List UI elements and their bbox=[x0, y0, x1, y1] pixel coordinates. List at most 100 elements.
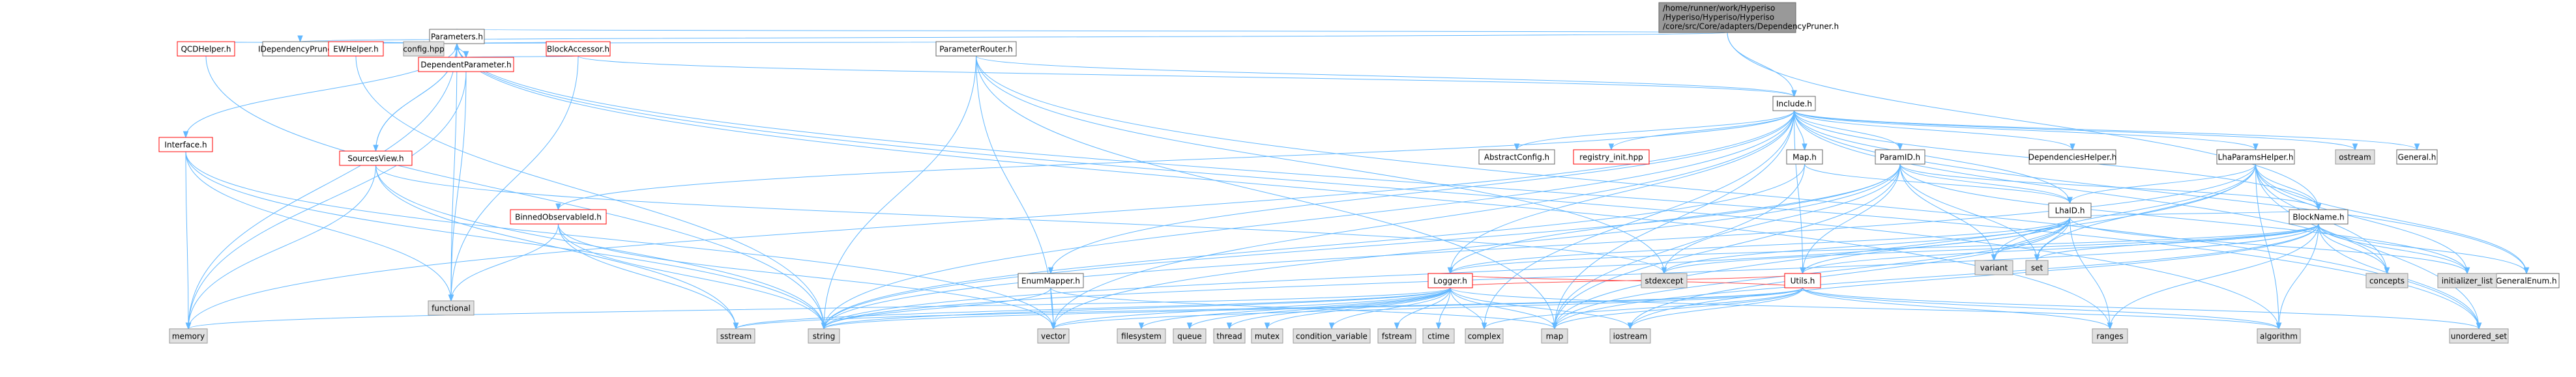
edge-utils-to-string bbox=[821, 287, 1803, 330]
node-label: EWHelper.h bbox=[333, 45, 378, 54]
edge-utils-to-unordered_set bbox=[1802, 287, 2482, 330]
node-interface[interactable]: Interface.h bbox=[158, 137, 213, 152]
node-algorithm: algorithm bbox=[2257, 328, 2301, 344]
edge-lhaparams-to-lhaid bbox=[2067, 163, 2256, 204]
node-binned[interactable]: BinnedObservableId.h bbox=[510, 209, 607, 225]
edge-lhaparams-to-unordered_set bbox=[2255, 163, 2482, 330]
node-ewhelper[interactable]: EWHelper.h bbox=[328, 41, 384, 57]
edge-paramid-to-logger bbox=[1447, 163, 1901, 275]
node-params[interactable]: Parameters.h bbox=[429, 29, 485, 44]
edge-interface-to-vector bbox=[185, 151, 1057, 330]
node-registry[interactable]: registry_init.hpp bbox=[1573, 149, 1650, 165]
edge-lhaid-to-blockname bbox=[2070, 208, 2322, 218]
edge-logger-to-mutex bbox=[1264, 287, 1451, 330]
node-absconfig[interactable]: AbstractConfig.h bbox=[1478, 149, 1555, 165]
node-label: Map.h bbox=[1793, 153, 1817, 162]
edge-utils-to-algorithm bbox=[1802, 287, 2282, 330]
node-memory: memory bbox=[169, 328, 208, 344]
node-label: concepts bbox=[2369, 277, 2405, 286]
node-generalenum[interactable]: GeneralEnum.h bbox=[2493, 273, 2560, 288]
node-label: map bbox=[1546, 332, 1564, 341]
node-include[interactable]: Include.h bbox=[1772, 96, 1816, 111]
edge-paramid-to-lhaid bbox=[1899, 163, 2073, 204]
node-logger[interactable]: Logger.h bbox=[1427, 273, 1473, 288]
edge-lhaparams-to-map bbox=[1551, 163, 2256, 330]
node-label: functional bbox=[432, 304, 471, 313]
edge-root-to-include bbox=[1727, 32, 1797, 98]
edge-blockacc-to-include bbox=[578, 55, 1797, 98]
node-label: condition_variable bbox=[1296, 332, 1368, 341]
edge-utils-to-map bbox=[1551, 287, 1803, 330]
node-fstream: fstream bbox=[1377, 328, 1416, 344]
edge-blockacc-to-functional bbox=[448, 55, 579, 302]
node-label: BinnedObservableId.h bbox=[515, 213, 602, 222]
node-thread: thread bbox=[1213, 328, 1246, 344]
edge-logger-to-condvar bbox=[1328, 287, 1451, 330]
node-paramid[interactable]: ParamID.h bbox=[1875, 149, 1925, 165]
node-label: SourcesView.h bbox=[347, 154, 403, 163]
edge-params-to-memory bbox=[185, 43, 458, 330]
node-lhaid[interactable]: LhaID.h bbox=[2048, 202, 2092, 218]
edge-blockname-to-concepts bbox=[2318, 223, 2390, 275]
node-enummapper[interactable]: EnumMapper.h bbox=[1017, 273, 1084, 288]
node-deppar[interactable]: DependentParameter.h bbox=[418, 57, 514, 72]
node-condvar: condition_variable bbox=[1293, 328, 1371, 344]
edge-paramrouter-to-string bbox=[821, 55, 976, 330]
node-mutex: mutex bbox=[1251, 328, 1283, 344]
node-depshelper[interactable]: DependenciesHelper.h bbox=[2028, 149, 2116, 165]
root-label-line: /Hyperiso/Hyperiso/Hyperiso bbox=[1663, 13, 1774, 22]
node-label: thread bbox=[1216, 332, 1242, 341]
edge-logger-to-filesystem bbox=[1138, 287, 1451, 330]
node-label: Logger.h bbox=[1433, 277, 1467, 286]
node-blockacc[interactable]: BlockAccessor.h bbox=[546, 41, 611, 57]
edge-sourcesview-to-memory bbox=[185, 165, 376, 330]
edge-utils-to-sstream bbox=[733, 287, 1803, 330]
node-map_h[interactable]: Map.h bbox=[1786, 149, 1823, 165]
nodes-layer: /home/runner/work/Hyperiso/Hyperiso/Hype… bbox=[158, 2, 2560, 344]
edge-binned-to-vector bbox=[558, 223, 1057, 330]
node-qcdhelper[interactable]: QCDHelper.h bbox=[177, 41, 235, 57]
root-label-line: /core/src/Core/adapters/DependencyPruner… bbox=[1663, 22, 1839, 31]
node-label: ParamID.h bbox=[1880, 153, 1920, 162]
node-iostream: iostream bbox=[1609, 328, 1651, 344]
node-stdexcept: stdexcept bbox=[1641, 273, 1688, 288]
node-label: config.hpp bbox=[403, 45, 444, 54]
node-label: set bbox=[2031, 264, 2043, 273]
edge-include-to-ostream bbox=[1794, 110, 2358, 151]
node-label: stdexcept bbox=[1645, 277, 1684, 286]
node-lhaparams[interactable]: LhaParamsHelper.h bbox=[2216, 149, 2295, 165]
node-label: Parameters.h bbox=[431, 33, 483, 42]
edge-include-to-paramid bbox=[1794, 110, 1903, 151]
edge-utils-to-logger bbox=[1447, 273, 1803, 289]
node-ctime: ctime bbox=[1422, 328, 1455, 344]
edge-include-to-utils bbox=[1794, 110, 1806, 275]
node-general[interactable]: General.h bbox=[2396, 149, 2438, 165]
node-sourcesview[interactable]: SourcesView.h bbox=[339, 150, 413, 166]
node-ranges: ranges bbox=[2092, 328, 2128, 344]
edge-logger-to-algorithm bbox=[1450, 287, 2282, 330]
node-config: config.hpp bbox=[403, 41, 445, 57]
node-label: algorithm bbox=[2260, 332, 2298, 341]
edge-utils-to-iostream bbox=[1627, 287, 1803, 330]
node-label: GeneralEnum.h bbox=[2496, 277, 2556, 286]
edge-paramrouter-to-stdexcept bbox=[976, 55, 1667, 275]
edge-blockname-to-stdexcept bbox=[1661, 223, 2319, 275]
node-queue: queue bbox=[1173, 328, 1207, 344]
edge-map_h-to-map bbox=[1551, 163, 1805, 330]
node-label: vector bbox=[1041, 332, 1066, 341]
node-vector: vector bbox=[1037, 328, 1070, 344]
edge-include-to-general bbox=[1794, 110, 2420, 151]
node-blockname[interactable]: BlockName.h bbox=[2289, 209, 2349, 225]
node-functional: functional bbox=[428, 300, 475, 316]
node-paramrouter[interactable]: ParameterRouter.h bbox=[935, 41, 1017, 57]
node-label: General.h bbox=[2398, 153, 2437, 162]
node-label: DependentParameter.h bbox=[420, 61, 511, 70]
node-set: set bbox=[2025, 260, 2049, 275]
node-utils[interactable]: Utils.h bbox=[1784, 273, 1821, 288]
edge-logger-to-thread bbox=[1226, 287, 1451, 330]
node-root[interactable]: /home/runner/work/Hyperiso/Hyperiso/Hype… bbox=[1658, 2, 1839, 33]
edge-blockname-to-initlist bbox=[2318, 223, 2470, 275]
node-sstream: sstream bbox=[716, 328, 755, 344]
edge-include-to-lhaparams bbox=[1794, 110, 2259, 151]
